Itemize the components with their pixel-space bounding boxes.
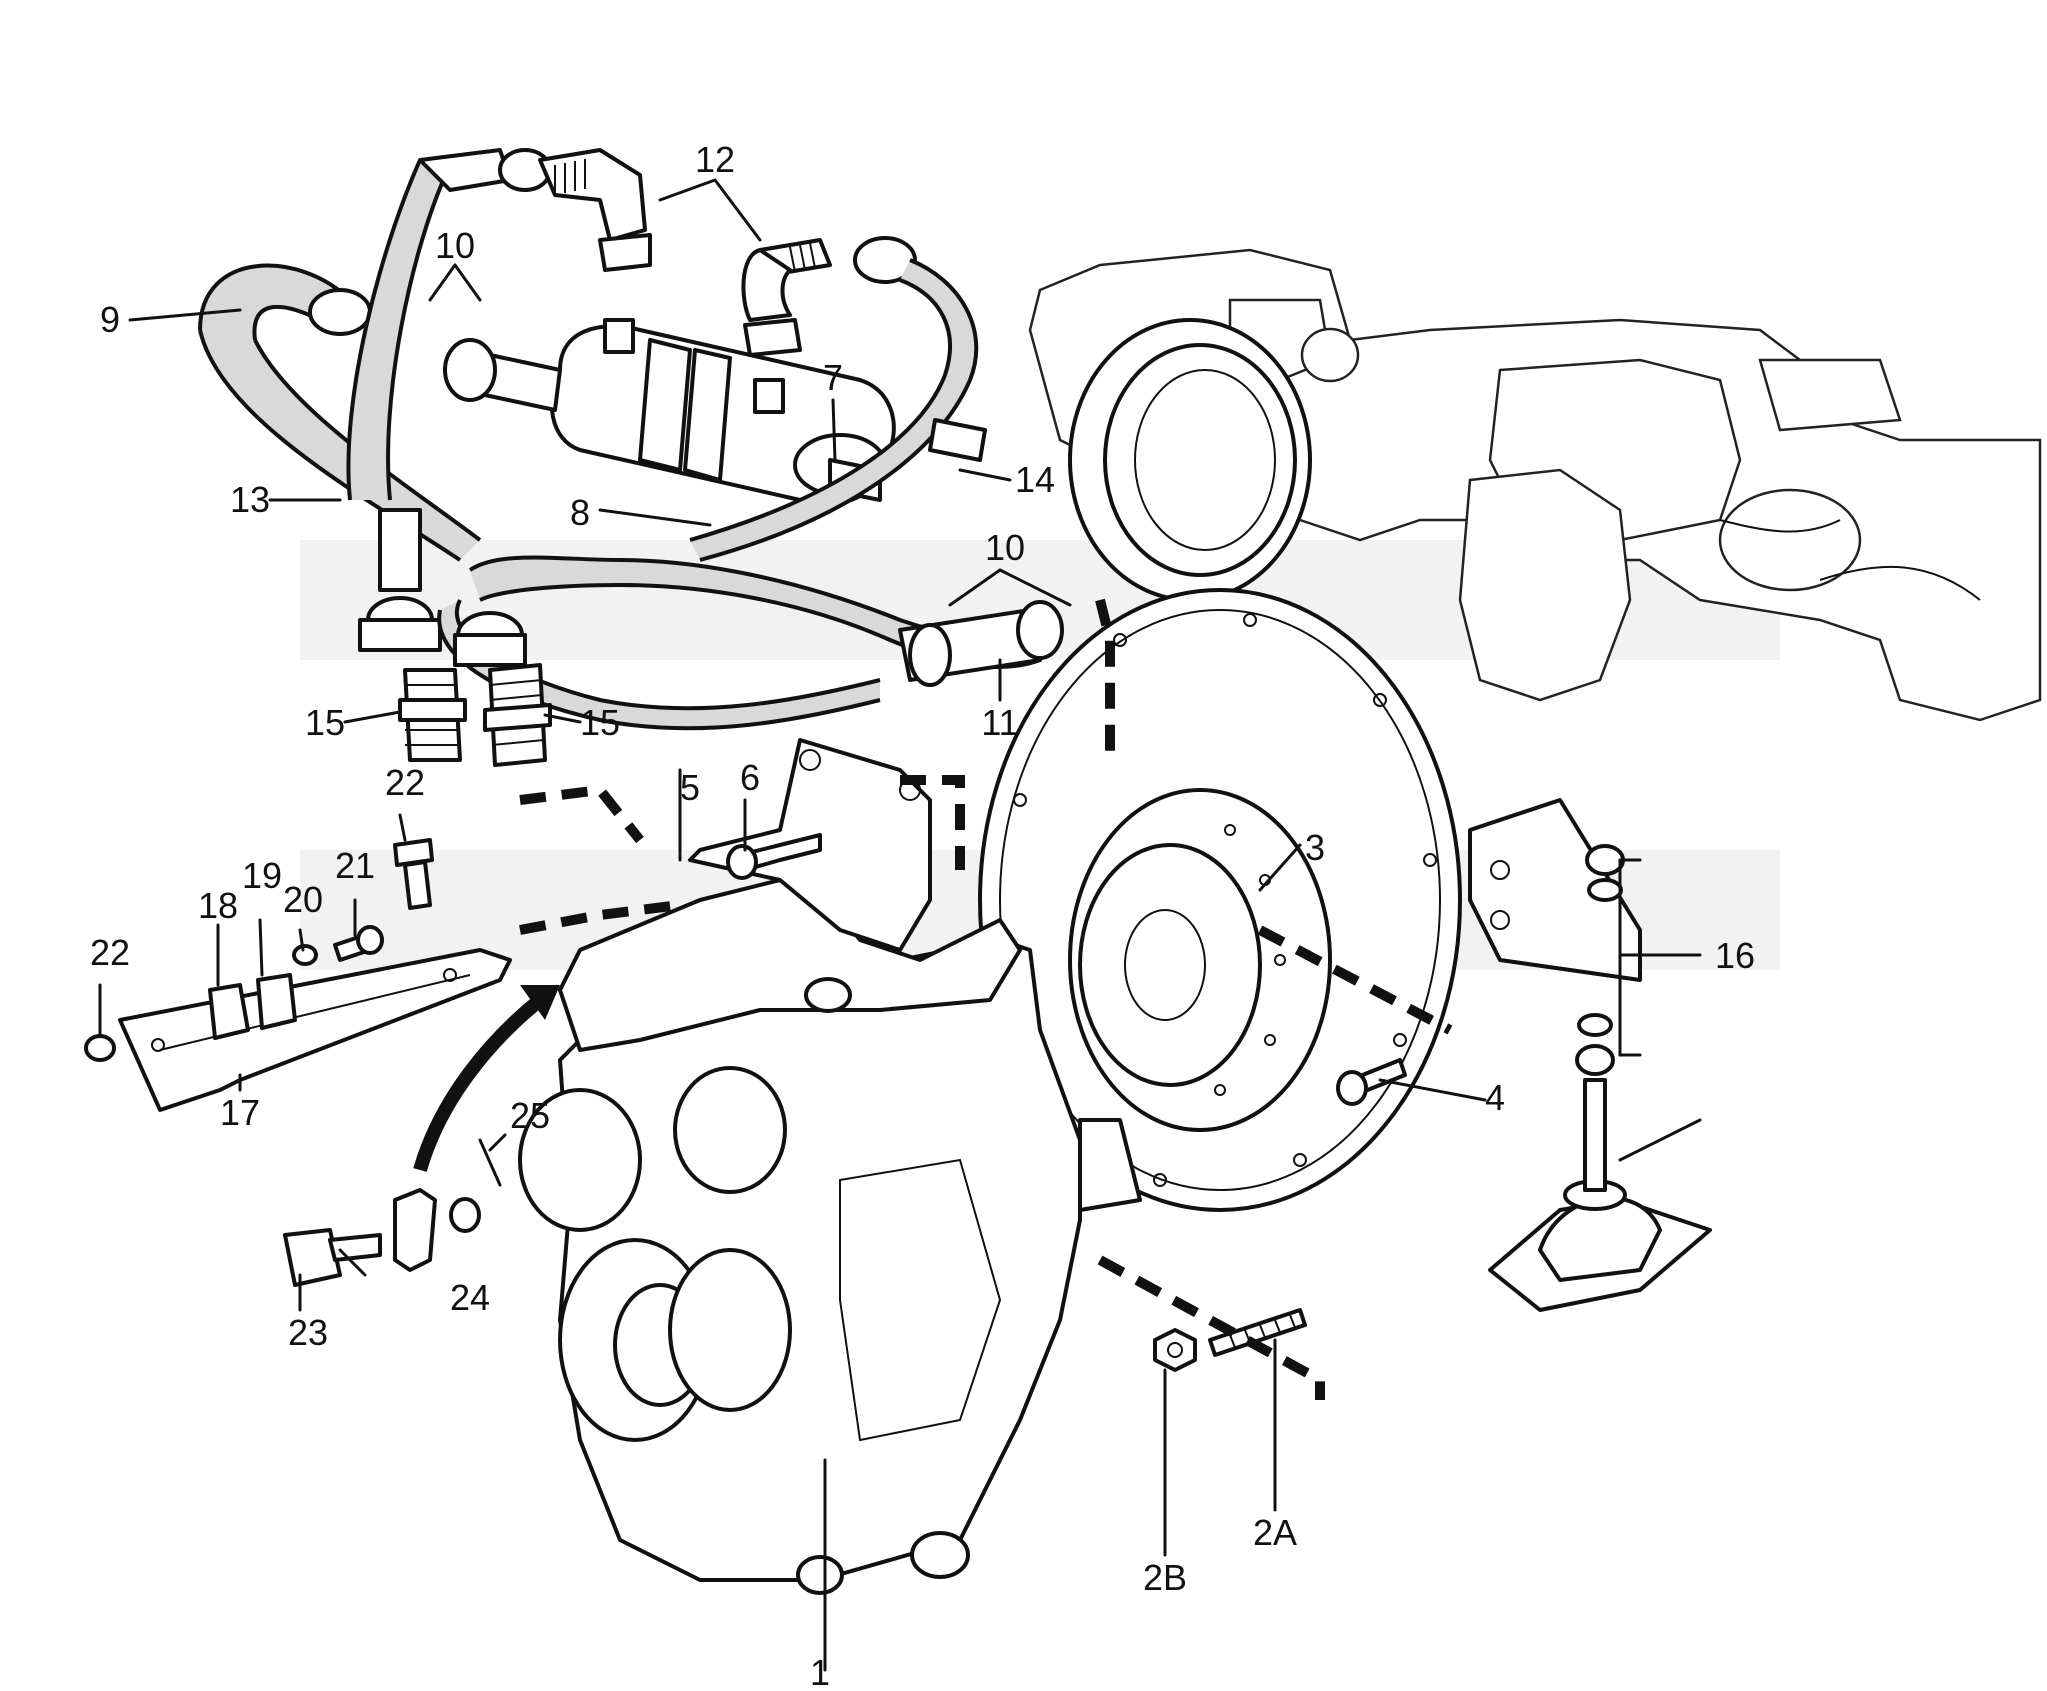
hose-14 (689, 258, 987, 562)
bolt-4 (1336, 1058, 1407, 1106)
label-14: 14 (1015, 459, 1055, 500)
label-23: 23 (288, 1312, 328, 1353)
lever-24 (393, 1188, 481, 1272)
label-4: 4 (1485, 1077, 1505, 1118)
elbow-fittings-12 (538, 148, 917, 357)
label-22b: 22 (90, 932, 130, 973)
label-22a: 22 (385, 762, 425, 803)
label-16: 16 (1715, 935, 1755, 976)
label-2b: 2B (1143, 1557, 1187, 1598)
gearbox-housing (518, 878, 1142, 1595)
coupling-plate (1068, 788, 1332, 1132)
adapter-15-right (483, 663, 552, 767)
label-5: 5 (680, 767, 700, 808)
label-8: 8 (570, 492, 590, 533)
clamp-19 (256, 973, 297, 1030)
assembly-arrow (413, 985, 560, 1172)
pulley (1068, 318, 1312, 602)
label-7: 7 (823, 357, 843, 398)
label-13: 13 (230, 479, 270, 520)
label-17: 17 (220, 1092, 260, 1133)
connection-pipe-11 (898, 600, 1064, 687)
stud-2a (1208, 1308, 1307, 1357)
label-18: 18 (198, 885, 238, 926)
nut-2b (1153, 1328, 1197, 1372)
nut-22-left (84, 1034, 116, 1062)
washer-20 (292, 944, 318, 966)
label-9: 9 (100, 299, 120, 340)
label-19: 19 (242, 855, 282, 896)
bolt-6 (726, 833, 822, 880)
bracket-17 (118, 948, 512, 1112)
label-15a: 15 (305, 702, 345, 743)
oil-cooler (443, 318, 896, 506)
label-3: 3 (1305, 827, 1325, 868)
bolt-22-upper (393, 838, 434, 910)
adapter-15-left (398, 668, 467, 762)
label-1: 1 (810, 1652, 830, 1691)
label-24: 24 (450, 1277, 490, 1318)
bolt-21 (333, 925, 384, 962)
part-labels: 1 2A 2B 3 4 5 6 7 8 9 10 10 11 12 13 14 … (90, 139, 1755, 1691)
split-pin-25 (478, 1138, 502, 1187)
label-2a: 2A (1253, 1512, 1297, 1553)
assembly-dash-lines (519, 598, 1453, 1400)
leader-lines (98, 178, 1702, 1672)
label-11: 11 (981, 702, 1018, 743)
label-10a: 10 (435, 225, 475, 266)
label-20: 20 (283, 879, 323, 920)
label-15b: 15 (580, 702, 620, 743)
label-10b: 10 (985, 527, 1025, 568)
hose-13 (346, 148, 552, 652)
label-25: 25 (510, 1095, 550, 1136)
label-21: 21 (335, 845, 375, 886)
clamp-18 (208, 983, 250, 1040)
label-6: 6 (740, 757, 760, 798)
label-12: 12 (695, 139, 735, 180)
engine-mount (1468, 798, 1712, 1312)
